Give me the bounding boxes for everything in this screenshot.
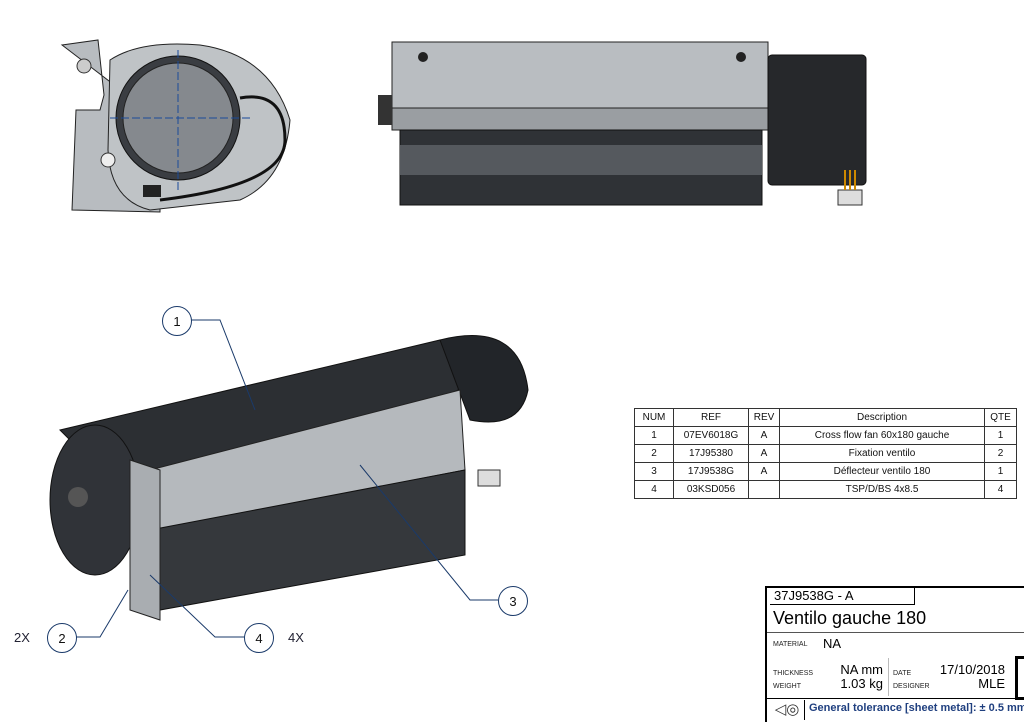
cell: 1 [634, 426, 674, 445]
thickness-label: THICKNESS [773, 670, 814, 677]
cell: 17J9538G [673, 462, 749, 481]
header-description: Description [779, 408, 985, 427]
cell: A [748, 462, 780, 481]
material-value: NA [823, 636, 842, 651]
title-block: 37J9538G - A Ventilo gauche 180 MATERIAL… [765, 586, 1024, 722]
cell: Déflecteur ventilo 180 [779, 462, 985, 481]
balloon-4: 4 [244, 623, 274, 653]
balloon-number: 4 [255, 630, 263, 646]
sheet-frame-mark [1015, 656, 1024, 700]
material-label: MATERIAL [773, 641, 808, 648]
cell [748, 480, 780, 499]
bom-header: NUM REF REV Description QTE [634, 408, 1017, 427]
cell: 3 [634, 462, 674, 481]
date-value: 17/10/2018 [939, 662, 1005, 677]
header-qte: QTE [984, 408, 1017, 427]
designer-label: DESIGNER [893, 683, 930, 690]
header-rev: REV [748, 408, 780, 427]
cell: Cross flow fan 60x180 gauche [779, 426, 985, 445]
leader-lines [75, 319, 498, 638]
weight-value: 1.03 kg [840, 676, 883, 691]
header-ref: REF [673, 408, 749, 427]
cell: 2 [984, 444, 1017, 463]
cell: 4 [984, 480, 1017, 499]
weight-label: WEIGHT [773, 683, 801, 690]
balloon-number: 1 [173, 313, 181, 329]
balloon-2: 2 [47, 623, 77, 653]
isometric-view [49, 335, 529, 621]
cell: A [748, 426, 780, 445]
thickness-value: NA mm [840, 662, 883, 677]
part-number: 37J9538G - A [770, 588, 915, 605]
cell: 07EV6018G [673, 426, 749, 445]
cell: 1 [984, 462, 1017, 481]
balloon-number: 2 [58, 630, 66, 646]
cell: 17J95380 [673, 444, 749, 463]
projection-symbol-icon: ◁◎ [770, 700, 805, 720]
date-label: DATE [893, 670, 912, 677]
general-tolerance: General tolerance [sheet metal]: ± 0.5 m… [809, 702, 1024, 714]
cell: 03KSD056 [673, 480, 749, 499]
balloon-1: 1 [162, 306, 192, 336]
balloon-number: 3 [509, 593, 517, 609]
balloon-3: 3 [498, 586, 528, 616]
cell: Fixation ventilo [779, 444, 985, 463]
cell: 4 [634, 480, 674, 499]
drawing-title: Ventilo gauche 180 [773, 608, 927, 628]
cell: 1 [984, 426, 1017, 445]
quantity-2x: 2X [14, 630, 30, 645]
side-view [60, 39, 291, 213]
cell: A [748, 444, 780, 463]
quantity-4x: 4X [288, 630, 304, 645]
cell: TSP/D/BS 4x8.5 [779, 480, 985, 499]
cell: 2 [634, 444, 674, 463]
header-num: NUM [634, 408, 674, 427]
designer-value: MLE [978, 676, 1005, 691]
front-view [378, 41, 867, 206]
